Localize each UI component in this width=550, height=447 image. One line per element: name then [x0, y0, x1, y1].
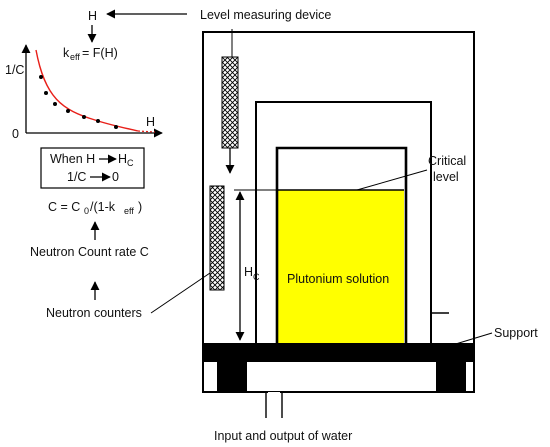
inner-shield	[255, 101, 432, 343]
counters-leader-line	[150, 272, 211, 314]
keff-rhs: = F(H)	[82, 46, 118, 60]
inverse-count-plot: 1/C 0 H	[5, 44, 163, 141]
formula-part-a: C = C	[48, 200, 80, 214]
outer-enclosure	[202, 31, 475, 393]
data-point	[114, 125, 118, 129]
data-point	[39, 75, 43, 79]
keff-k: k	[63, 46, 70, 60]
hc-sub: C	[253, 272, 260, 282]
critical-level-label-1: Critical	[428, 154, 466, 168]
zero-label: 0	[12, 127, 19, 141]
data-point	[53, 102, 57, 106]
plutonium-label: Plutonium solution	[287, 272, 389, 286]
neutron-counters-label: Neutron counters	[46, 306, 142, 320]
support-plate	[203, 343, 474, 362]
count-rate-label: Neutron Count rate C	[30, 245, 149, 259]
support-label: Support	[494, 326, 538, 340]
when-h-text: When H	[50, 152, 95, 166]
formula-part-b: /(1-k	[90, 200, 116, 214]
solution-tank	[275, 146, 408, 343]
formula-part-c: )	[138, 200, 142, 214]
data-point	[96, 119, 100, 123]
vessel-assembly: H C Plutonium solution Critical level Su…	[202, 29, 538, 443]
left-support-leg	[217, 362, 247, 392]
level-measuring-device	[221, 56, 239, 149]
keff-sub: eff	[70, 52, 80, 62]
h-axis-label: H	[146, 115, 155, 129]
water-pipe	[265, 392, 283, 418]
formula-eff-sub: eff	[124, 206, 134, 216]
trend-curve	[35, 49, 139, 132]
h-label: H	[88, 9, 97, 23]
critical-level-label-2: level	[433, 170, 459, 184]
when-hc-text: H	[118, 152, 127, 166]
level-device-label: Level measuring device	[200, 8, 331, 22]
trend-extrapolation	[137, 130, 156, 133]
when-hc-sub: C	[127, 158, 134, 168]
critical-level-leader-line	[356, 169, 428, 191]
one-over-c-axis-label: 1/C	[5, 63, 24, 77]
data-point	[82, 115, 86, 119]
formula-c0-sub: 0	[84, 206, 89, 216]
neutron-counter	[209, 185, 225, 291]
limit-zero: 0	[112, 170, 119, 184]
limit-one-over-c: 1/C	[67, 170, 86, 184]
support-leader-line	[448, 332, 493, 347]
criticality-condition-box: When H H C 1/C 0	[40, 147, 145, 189]
condition-frame	[40, 147, 145, 189]
hc-label: H	[244, 265, 253, 279]
count-rate-formula: C = C 0 /(1-k eff )	[48, 200, 142, 216]
pipe-opening	[268, 392, 280, 395]
keff-equation: k eff = F(H)	[63, 46, 118, 62]
data-point	[66, 109, 70, 113]
water-label: Input and output of water	[214, 429, 352, 443]
data-point	[44, 91, 48, 95]
right-support-leg	[436, 362, 466, 392]
plutonium-solution	[278, 190, 404, 343]
